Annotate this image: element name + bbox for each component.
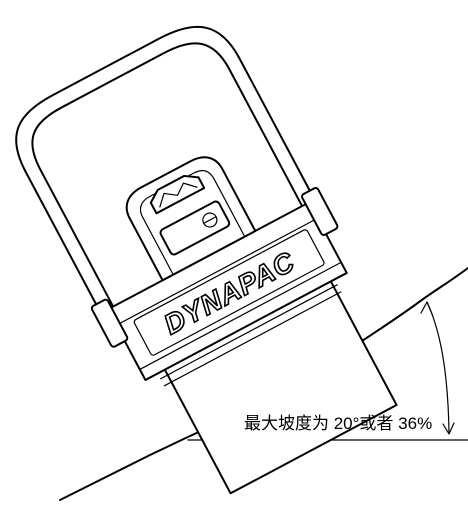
right-bracket	[301, 186, 339, 236]
arc-arrow-top-icon	[420, 301, 433, 315]
roller-drum	[163, 280, 398, 495]
rops-frame-inner	[31, 42, 304, 308]
rops-frame-outer	[15, 25, 316, 315]
arc-arrow-bottom-icon	[442, 422, 455, 435]
slope-caption: 最大坡度为 20°或者 36%	[244, 414, 433, 433]
control-panel	[159, 200, 231, 256]
tilted-roller-machine: DYNAPAC	[15, 25, 398, 495]
left-bracket	[90, 298, 129, 348]
brand-plate	[133, 229, 325, 356]
